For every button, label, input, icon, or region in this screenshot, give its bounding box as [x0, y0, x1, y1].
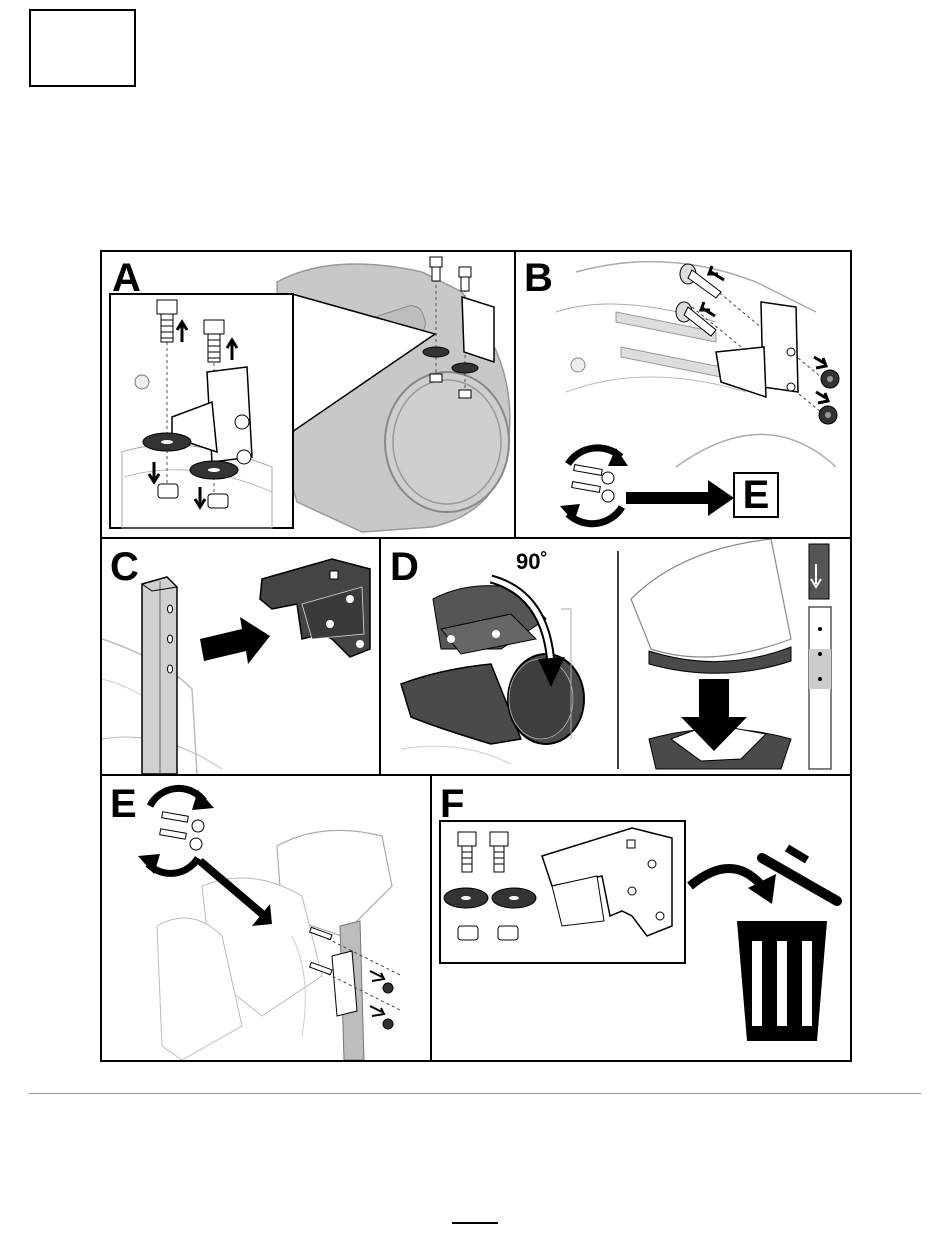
panel-a: A: [102, 252, 514, 537]
goto-step-e-box: E: [733, 472, 779, 518]
panel-b-label: B: [524, 258, 553, 298]
panel-f: F: [432, 776, 850, 1060]
panel-a-label: A: [112, 258, 141, 298]
rotation-angle-label: 90˚: [516, 549, 548, 575]
panel-d-label: D: [390, 547, 419, 587]
footer-divider: [29, 1093, 921, 1094]
panel-f-label: F: [440, 784, 464, 824]
panel-c-illustration: [102, 539, 379, 774]
page-number-rule: [452, 1222, 498, 1224]
panel-f-illustration: [432, 776, 850, 1060]
panel-b-illustration: [516, 252, 850, 537]
panel-d: D 90˚: [381, 539, 850, 774]
panel-c: C: [102, 539, 379, 774]
illustration-frame: A: [100, 250, 852, 1062]
panel-d-illustration: [381, 539, 850, 774]
panel-a-illustration: [102, 252, 514, 537]
panel-e-illustration: [102, 776, 430, 1060]
panel-e-label: E: [110, 784, 137, 824]
panel-c-label: C: [110, 547, 139, 587]
panel-e: E: [102, 776, 430, 1060]
panel-b: B E: [516, 252, 850, 537]
step-number-box: [29, 9, 136, 87]
